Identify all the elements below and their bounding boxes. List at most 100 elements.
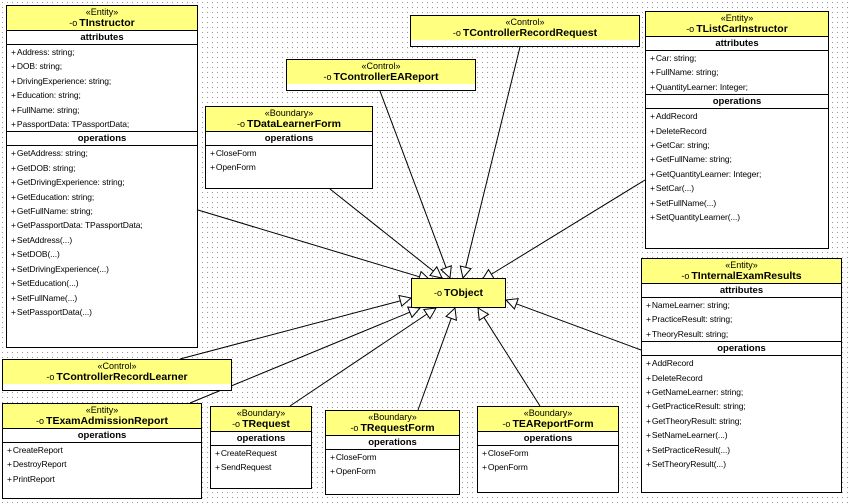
member-item: GetCar: string; xyxy=(646,138,828,152)
section-title: operations xyxy=(642,342,841,357)
generalization-arrowhead xyxy=(429,265,443,279)
class-name-text: TEAReportForm xyxy=(512,418,594,430)
section-title: operations xyxy=(3,429,201,443)
edge-trequest-to-tobject xyxy=(289,313,428,407)
member-item: GetFullName: string; xyxy=(7,204,197,218)
class-name-text: TExamAdmissionReport xyxy=(46,415,168,427)
class-name-text: TRequestForm xyxy=(360,422,435,434)
edge-tlistcarinstructor-to-tobject xyxy=(491,179,646,275)
member-item: AddRecord xyxy=(646,109,828,123)
member-item: OpenForm xyxy=(478,460,618,474)
member-item: GetPassportData: TPassportData; xyxy=(7,218,197,232)
member-item: GetDrivingExperience: string; xyxy=(7,175,197,189)
generalization-arrowhead xyxy=(504,298,519,310)
class-icon: -o xyxy=(237,119,246,129)
member-item: SetTheoryResult(...) xyxy=(642,457,841,471)
member-item: SendRequest xyxy=(211,460,311,474)
class-tlistcarinstructor[interactable]: «Entity»-oTListCarInstructorattributesCa… xyxy=(645,11,829,249)
edge-tinternalexam-to-tobject xyxy=(516,303,642,351)
member-item: Car: string; xyxy=(646,51,828,65)
member-item: AddRecord xyxy=(642,356,841,370)
class-name-text: TListCarInstructor xyxy=(696,23,788,35)
operations-section: operationsGetAddress: string;GetDOB: str… xyxy=(7,132,197,319)
member-item: DOB: string; xyxy=(7,59,197,73)
member-item: SetDOB(...) xyxy=(7,247,197,261)
class-icon: -o xyxy=(452,28,461,38)
stereotype-label: «Boundary» xyxy=(264,108,314,118)
member-item: CloseForm xyxy=(326,450,459,464)
attributes-section: attributesAddress: string;DOB: string;Dr… xyxy=(7,31,197,133)
edge-tinstructor-to-tobject xyxy=(197,209,420,278)
member-item: FullName: string; xyxy=(646,65,828,79)
member-item: NameLearner: string; xyxy=(642,298,841,312)
class-tinstructor[interactable]: «Entity»-oTInstructorattributesAddress: … xyxy=(6,5,198,348)
stereotype-label: «Entity» xyxy=(720,13,754,23)
generalization-arrowhead xyxy=(422,307,437,320)
section-title: attributes xyxy=(642,284,841,298)
generalization-arrowhead xyxy=(459,265,472,280)
class-trequest[interactable]: «Boundary»-oTRequestoperationsCreateRequ… xyxy=(210,406,312,489)
stereotype-label: «Boundary» xyxy=(368,412,417,422)
class-tdatalearnerform[interactable]: «Boundary»-oTDataLearnerFormoperationsCl… xyxy=(205,106,373,189)
member-item: GetDOB: string; xyxy=(7,161,197,175)
member-item: SetPassportData(...) xyxy=(7,305,197,319)
member-item: TheoryResult: string; xyxy=(642,327,841,341)
member-item: GetNameLearner: string; xyxy=(642,385,841,399)
class-icon: -o xyxy=(350,423,359,433)
class-icon: -o xyxy=(434,288,443,298)
member-item: SetFullName(...) xyxy=(7,291,197,305)
class-icon: -o xyxy=(69,18,78,28)
section-title: operations xyxy=(7,132,197,147)
class-trequestform[interactable]: «Boundary»-oTRequestFormoperationsCloseF… xyxy=(325,410,460,495)
section-title: attributes xyxy=(7,31,197,45)
class-name: TObject xyxy=(444,287,483,299)
generalization-arrowhead xyxy=(477,307,490,322)
member-item: SetQuantityLearner(...) xyxy=(646,210,828,224)
member-item: DeleteRecord xyxy=(642,371,841,385)
generalization-arrowhead xyxy=(398,294,413,308)
member-item: GetAddress: string; xyxy=(7,146,197,160)
class-icon: -o xyxy=(36,416,45,426)
class-icon: -o xyxy=(46,372,55,382)
class-name-text: TControllerEAReport xyxy=(333,71,439,83)
class-name-text: TControllerRecordRequest xyxy=(462,27,598,39)
operations-section: operationsCreateReportDestroyReportPrint… xyxy=(3,429,201,486)
attributes-section: attributesCar: string;FullName: string;Q… xyxy=(646,37,828,96)
edge-trequestform-to-tobject xyxy=(417,318,452,411)
member-item: GetEducation: string; xyxy=(7,190,197,204)
class-icon: -o xyxy=(323,72,332,82)
member-item: SetCar(...) xyxy=(646,181,828,195)
member-item: PrintReport xyxy=(3,472,201,486)
edge-tcontrollerlearner-to-tobject xyxy=(179,300,401,360)
member-item: SetDrivingExperience(...) xyxy=(7,262,197,276)
member-item: FullName: string; xyxy=(7,103,197,117)
member-item: GetTheoryResult: string; xyxy=(642,414,841,428)
class-name-text: TControllerRecordLearner xyxy=(56,371,188,383)
member-item: Education: string; xyxy=(7,88,197,102)
member-item: QuantityLearner: Integer; xyxy=(646,80,828,94)
member-item: DestroyReport xyxy=(3,457,201,471)
attributes-section: attributesNameLearner: string;PracticeRe… xyxy=(642,284,841,343)
class-teareportform[interactable]: «Boundary»-oTEAReportFormoperationsClose… xyxy=(477,406,619,493)
stereotype-label: «Boundary» xyxy=(523,408,573,418)
generalization-arrowhead xyxy=(440,265,452,280)
